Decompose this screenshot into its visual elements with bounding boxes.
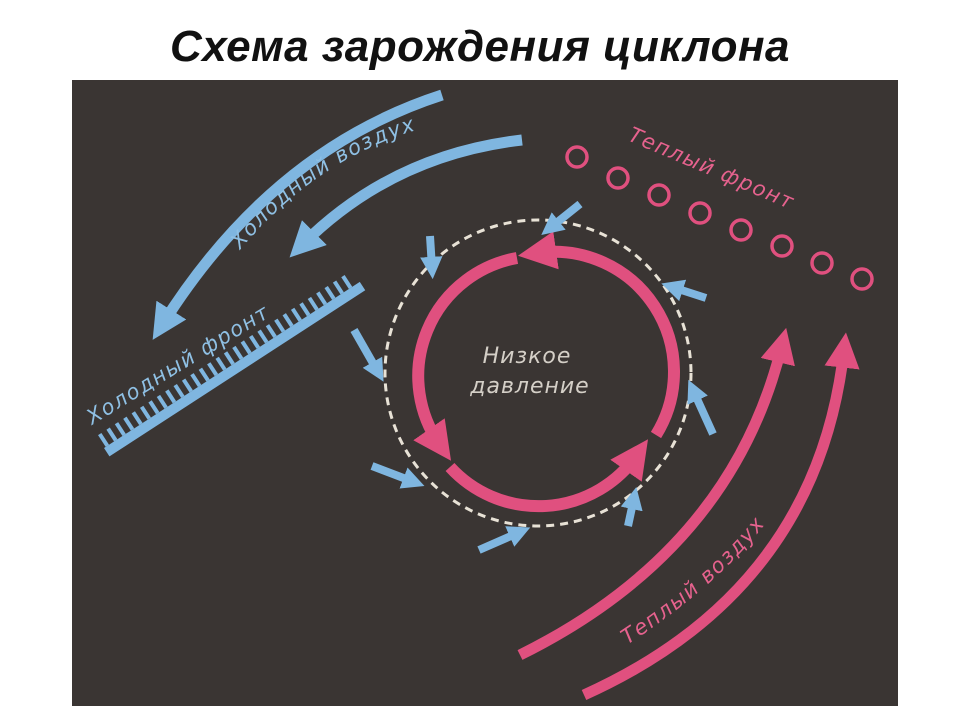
- inflow-arrow: [420, 235, 443, 280]
- warm-air-flow-arrow-outer: [581, 332, 860, 701]
- low-pressure-label-line1: Низкое: [483, 344, 572, 369]
- circulation-arrow-right: [517, 231, 680, 439]
- inflow-arrow: [477, 526, 531, 554]
- slide-title: Схема зарождения циклона: [169, 22, 791, 71]
- cold-front-symbol: [98, 275, 366, 457]
- warm-front-symbol: [565, 145, 874, 291]
- circulation-arrow-bottom: [445, 439, 649, 513]
- inflow-arrow: [370, 462, 425, 489]
- cold-air-flow-arrow-outer: [152, 89, 444, 340]
- low-pressure-isobar: [383, 218, 693, 528]
- inflow-arrow: [661, 279, 708, 302]
- inflow-arrows: [350, 200, 717, 554]
- cyclone-diagram: Холодный воздух Холодный фронт Теплый фр…: [72, 80, 898, 706]
- cyclone-diagram-svg: Холодный воздух Холодный фронт Теплый фр…: [81, 89, 874, 701]
- inflow-arrow: [350, 328, 384, 382]
- cold-air-flow-arrow-inner: [289, 134, 523, 258]
- inflow-arrow: [687, 379, 717, 436]
- low-pressure-label-line2: давление: [469, 374, 589, 399]
- inflow-arrow: [541, 200, 583, 235]
- circulation-arrow-left: [412, 252, 519, 461]
- inflow-arrow: [620, 487, 643, 527]
- warm-air-flow-arrow-inner: [517, 327, 795, 660]
